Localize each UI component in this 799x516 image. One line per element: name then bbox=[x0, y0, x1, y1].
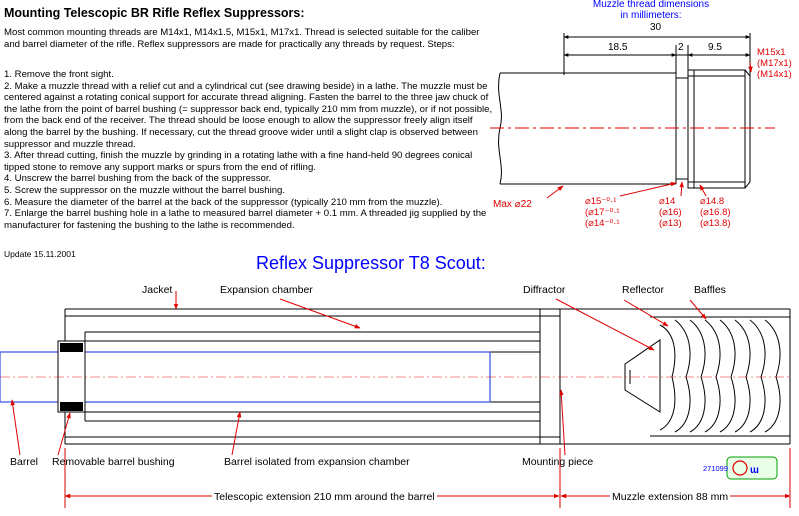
diameter-value: (⌀13) bbox=[659, 218, 682, 229]
label-mounting-piece: Mounting piece bbox=[522, 456, 594, 468]
label-isolated: Barrel isolated from expansion chamber bbox=[224, 456, 410, 468]
diameter-value: (⌀17⁻⁰·¹ bbox=[585, 207, 620, 218]
thread-size: (M14x1) bbox=[757, 69, 792, 80]
svg-text:ɯ: ɯ bbox=[750, 465, 759, 476]
label-muzzle-extension: Muzzle extension 88 mm bbox=[610, 491, 731, 503]
diameter-value: (⌀13.8) bbox=[700, 218, 731, 229]
label-barrel: Barrel bbox=[10, 456, 39, 468]
step-item: 1. Remove the front sight. bbox=[4, 69, 114, 80]
intro-text: Most common mounting threads are M14x1, … bbox=[4, 27, 480, 50]
diameter-group-1: ⌀15⁻⁰·¹ (⌀17⁻⁰·¹ (⌀14⁻⁰·¹ bbox=[585, 196, 620, 229]
thread-size-list: M15x1 (M17x1) (M14x1) bbox=[757, 47, 792, 80]
label-diffractor: Diffractor bbox=[523, 284, 566, 296]
update-date: Update 15.11.2001 bbox=[4, 249, 76, 259]
page-title: Mounting Telescopic BR Rifle Reflex Supp… bbox=[4, 6, 305, 20]
label-jacket: Jacket bbox=[142, 284, 173, 296]
step-item: 4. Unscrew the barrel bushing from the b… bbox=[4, 173, 272, 185]
thread-size: (M17x1) bbox=[757, 58, 792, 69]
diameter-value: (⌀16) bbox=[659, 207, 682, 218]
dim-c: 9.5 bbox=[708, 42, 722, 53]
dim-b: 2 bbox=[678, 42, 684, 53]
dim-total: 30 bbox=[650, 22, 662, 33]
step-item: 5. Screw the suppressor on the muzzle wi… bbox=[4, 184, 286, 196]
label-reflector: Reflector bbox=[622, 284, 665, 296]
muzzle-header-line: Muzzle thread dimensions bbox=[592, 0, 710, 10]
suppressor-title: Reflex Suppressor T8 Scout: bbox=[256, 253, 486, 273]
step-item: 7. Enlarge the barrel bushing hole in a … bbox=[4, 208, 487, 231]
label-expansion-chamber: Expansion chamber bbox=[220, 284, 313, 296]
muzzle-header-line: in millimeters: bbox=[620, 10, 682, 21]
step-item: 3. After thread cutting, finish the muzz… bbox=[4, 150, 473, 173]
diameter-group-2: ⌀14 (⌀16) (⌀13) bbox=[659, 196, 682, 229]
label-baffles: Baffles bbox=[694, 284, 726, 296]
diameter-value: ⌀14.8 bbox=[700, 196, 725, 207]
diameter-value: ⌀15⁻⁰·¹ bbox=[585, 196, 617, 207]
diameter-value: (⌀14⁻⁰·¹ bbox=[585, 218, 620, 229]
label-bushing: Removable barrel bushing bbox=[52, 456, 175, 468]
thread-size: M15x1 bbox=[757, 47, 786, 58]
step-item: 2. Make a muzzle thread with a relief cu… bbox=[4, 80, 493, 150]
drawing-code: 271099 bbox=[703, 464, 729, 473]
dim-a: 18.5 bbox=[608, 42, 628, 53]
muzzle-header: Muzzle thread dimensions in millimeters: bbox=[566, 0, 736, 21]
max-diameter: Max ⌀22 bbox=[493, 199, 532, 210]
label-telescopic-extension: Telescopic extension 210 mm around the b… bbox=[212, 491, 437, 503]
diameter-group-3: ⌀14.8 (⌀16.8) (⌀13.8) bbox=[700, 196, 731, 229]
diameter-leaders bbox=[546, 61, 753, 199]
steps-list: 1. Remove the front sight. 2. Make a muz… bbox=[4, 69, 496, 231]
barrel-bushing bbox=[57, 340, 86, 413]
logo-badge: ɯ bbox=[726, 456, 778, 480]
diameter-value: (⌀16.8) bbox=[700, 207, 731, 218]
step-item: 6. Measure the diameter of the barrel at… bbox=[4, 196, 443, 208]
diameter-value: ⌀14 bbox=[659, 196, 676, 207]
muzzle-thread-drawing bbox=[498, 33, 751, 189]
